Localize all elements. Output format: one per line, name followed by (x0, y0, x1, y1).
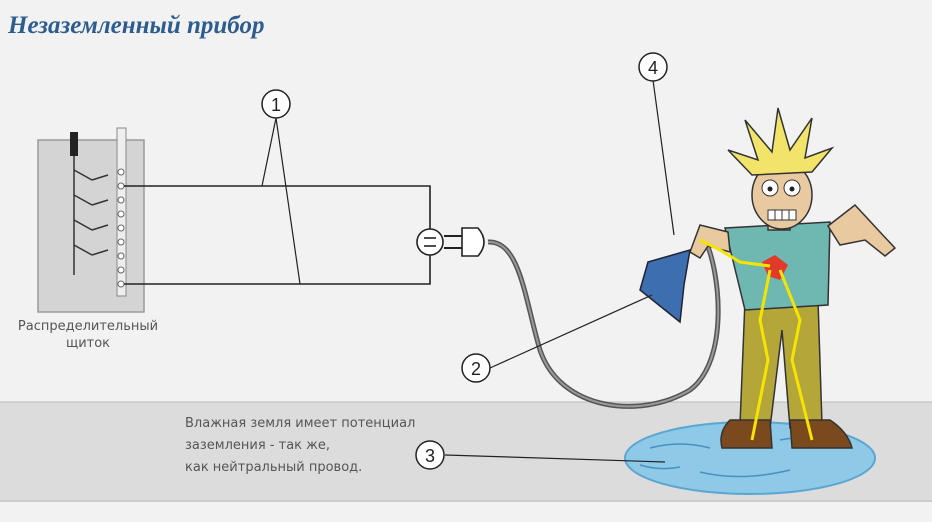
plug (444, 227, 485, 257)
svg-text:4: 4 (648, 58, 658, 78)
ground-text-line2: заземления - так же, (185, 438, 330, 453)
callout-2: 2 (461, 353, 491, 383)
panel-label-line2: щиток (66, 336, 110, 351)
shocked-person (639, 107, 897, 449)
svg-text:3: 3 (425, 446, 435, 466)
callout-1: 1 (261, 89, 291, 119)
socket (416, 228, 444, 256)
circuit-wires (124, 185, 431, 285)
svg-text:2: 2 (471, 359, 481, 379)
panel-label-line1: Распределительный (18, 319, 158, 334)
diagram-title: Незаземленный прибор (8, 12, 265, 39)
ground-text-line1: Влажная земля имеет потенциал (185, 416, 415, 431)
callout-4: 4 (638, 52, 668, 82)
svg-text:1: 1 (271, 95, 281, 115)
leader-lines (261, 79, 675, 463)
callout-3: 3 (415, 440, 445, 470)
ground-text-line3: как нейтральный провод. (185, 460, 362, 475)
